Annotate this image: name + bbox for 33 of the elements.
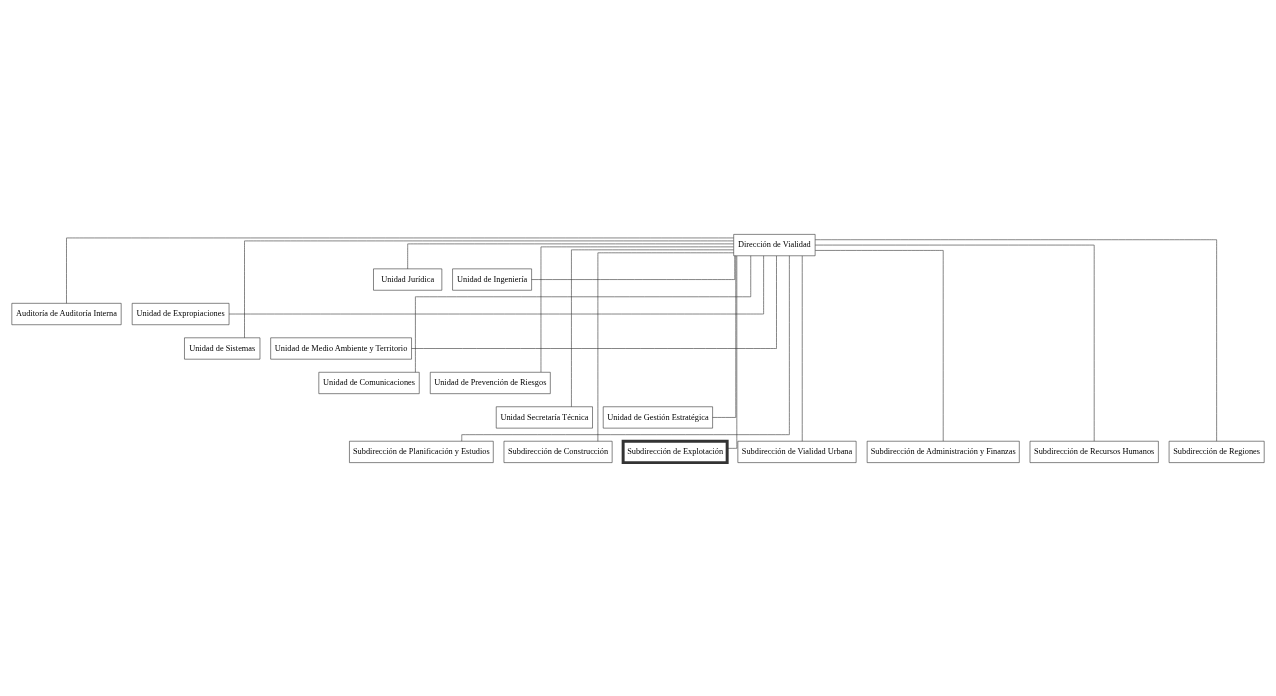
node-box: Auditoría de Auditoría Interna (11, 302, 122, 325)
connector (411, 255, 777, 349)
node-box: Unidad de Prevención de Riesgos (429, 371, 551, 394)
connector (407, 243, 734, 269)
connector (571, 249, 734, 407)
connector (712, 255, 737, 418)
connector (815, 249, 944, 441)
node-box: Unidad de Gestión Estratégica (602, 405, 713, 428)
connector (415, 255, 752, 373)
node-box: Unidad de Sistemas (184, 337, 261, 359)
node-box: Subdirección de Administración y Finanzas (866, 440, 1020, 463)
node-box: Unidad de Expropiaciones (131, 302, 230, 325)
connector (228, 255, 764, 314)
node-box: Subdirección de Construcción (503, 440, 613, 463)
node-box: Subdirección de Regiones (1168, 440, 1265, 463)
connector (597, 252, 734, 441)
node-box: Unidad Secretaría Técnica (495, 405, 593, 428)
node-box: Subdirección de Explotación (621, 439, 729, 464)
connector (531, 255, 736, 280)
node-box: Unidad de Medio Ambiente y Territorio (270, 337, 412, 359)
node-box: Dirección de Vialidad (733, 233, 816, 256)
connector (66, 237, 734, 304)
node-box: Unidad Jurídica (373, 268, 443, 291)
node-box: Unidad de Ingeniería (452, 268, 532, 291)
connector (814, 238, 1217, 441)
connector (726, 255, 738, 449)
node-box: Subdirección de Recursos Humanos (1029, 440, 1159, 463)
node-box: Subdirección de Planificación y Estudios (349, 440, 494, 463)
node-box: Unidad de Comunicaciones (318, 371, 420, 394)
connector (244, 240, 734, 338)
connector (540, 246, 734, 372)
connector (461, 255, 790, 441)
node-box: Subdirección de Vialidad Urbana (737, 440, 857, 463)
